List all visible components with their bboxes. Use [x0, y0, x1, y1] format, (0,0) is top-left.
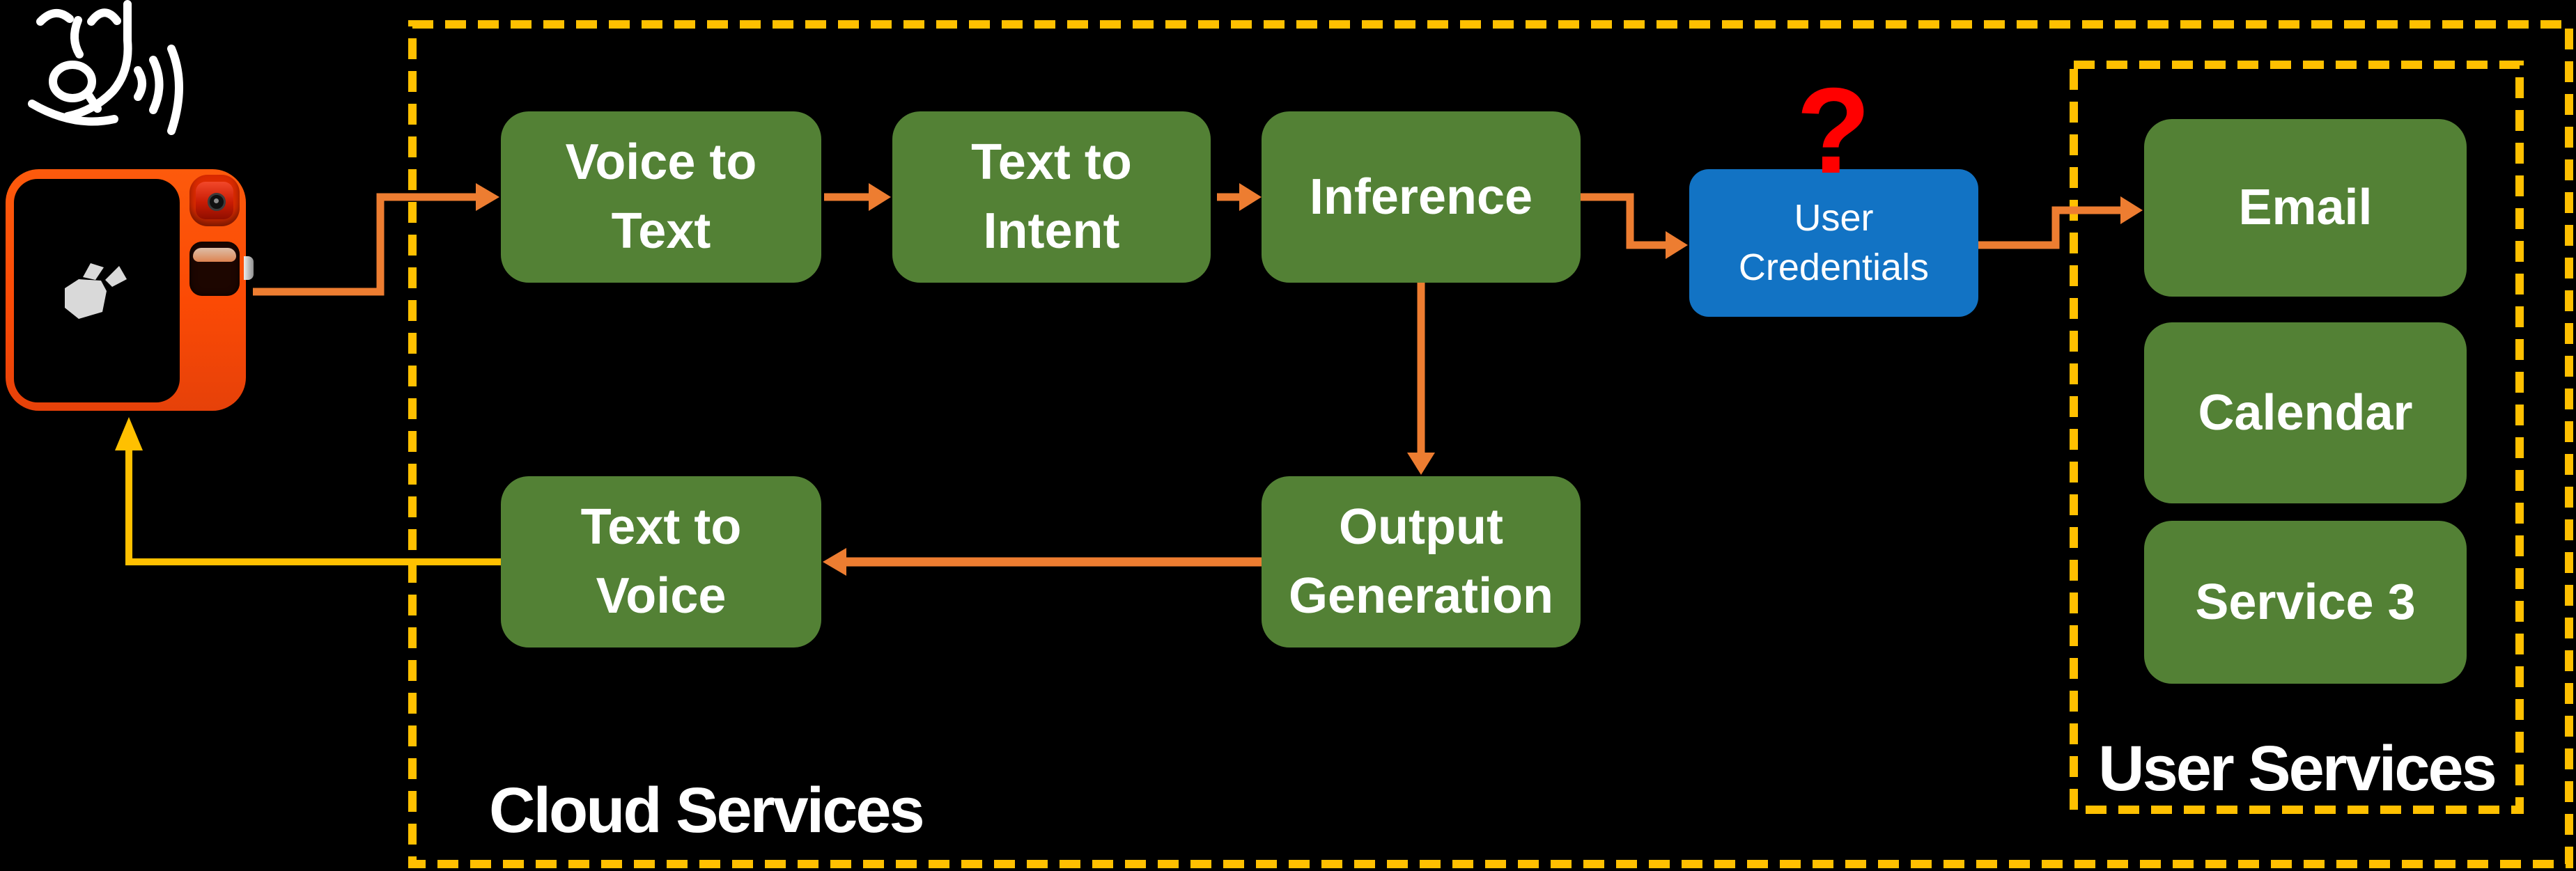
- cloud-services-boundary: [408, 20, 2573, 868]
- cloud-services-label: Cloud Services: [489, 775, 925, 846]
- device-camera: [189, 175, 240, 226]
- node-label: Voice: [596, 568, 727, 624]
- node-inference: Inference: [1262, 111, 1581, 283]
- node-label: Calendar: [2198, 384, 2413, 441]
- camera-housing: [196, 182, 233, 219]
- node-label: Generation: [1288, 568, 1554, 624]
- flow-arrowheads: [476, 183, 2143, 576]
- node-text-to-intent: Text to Intent: [892, 111, 1211, 283]
- node-label: Text to: [580, 499, 742, 555]
- connector-inference-to-credentials: [1581, 193, 1667, 249]
- connector-credentials-to-email: [1978, 206, 2122, 249]
- device-screen: [14, 179, 180, 402]
- node-label: Service 3: [2195, 574, 2416, 630]
- user-services-label: User Services: [2098, 733, 2497, 804]
- device-side-button: [244, 256, 254, 280]
- node-label: Credentials: [1738, 246, 1930, 288]
- node-calendar: Calendar: [2144, 322, 2467, 503]
- rabbit-r1-device: [6, 169, 246, 411]
- device-scroll-wheel: [189, 242, 240, 296]
- node-label: Text: [611, 203, 711, 259]
- node-output-generation: Output Generation: [1262, 476, 1581, 648]
- node-service-3: Service 3: [2144, 521, 2467, 684]
- node-email: Email: [2144, 119, 2467, 297]
- user-services-boundary: [2070, 61, 2524, 814]
- node-label: Text to: [971, 134, 1132, 190]
- connector-device-to-voice-to-text: [253, 193, 477, 296]
- node-label: Intent: [983, 203, 1120, 259]
- node-text-to-voice: Text to Voice: [501, 476, 821, 648]
- question-mark-annotation: ?: [1796, 63, 1871, 199]
- node-label: Voice to: [565, 134, 757, 190]
- camera-lens-icon: [208, 193, 226, 211]
- node-user-credentials: User Credentials: [1689, 169, 1978, 317]
- node-voice-to-text: Voice to Text: [501, 111, 821, 283]
- node-label: Email: [2238, 180, 2373, 235]
- flow-arrows: [253, 193, 2122, 567]
- return-arrow: [115, 417, 501, 565]
- connector-text-to-voice-to-device: [125, 450, 501, 565]
- speaking-face-icon: [28, 0, 183, 135]
- node-label: User: [1794, 197, 1874, 239]
- rabbit-logo-icon: [65, 263, 127, 319]
- node-label: Inference: [1309, 168, 1533, 225]
- node-label: Output: [1339, 499, 1503, 555]
